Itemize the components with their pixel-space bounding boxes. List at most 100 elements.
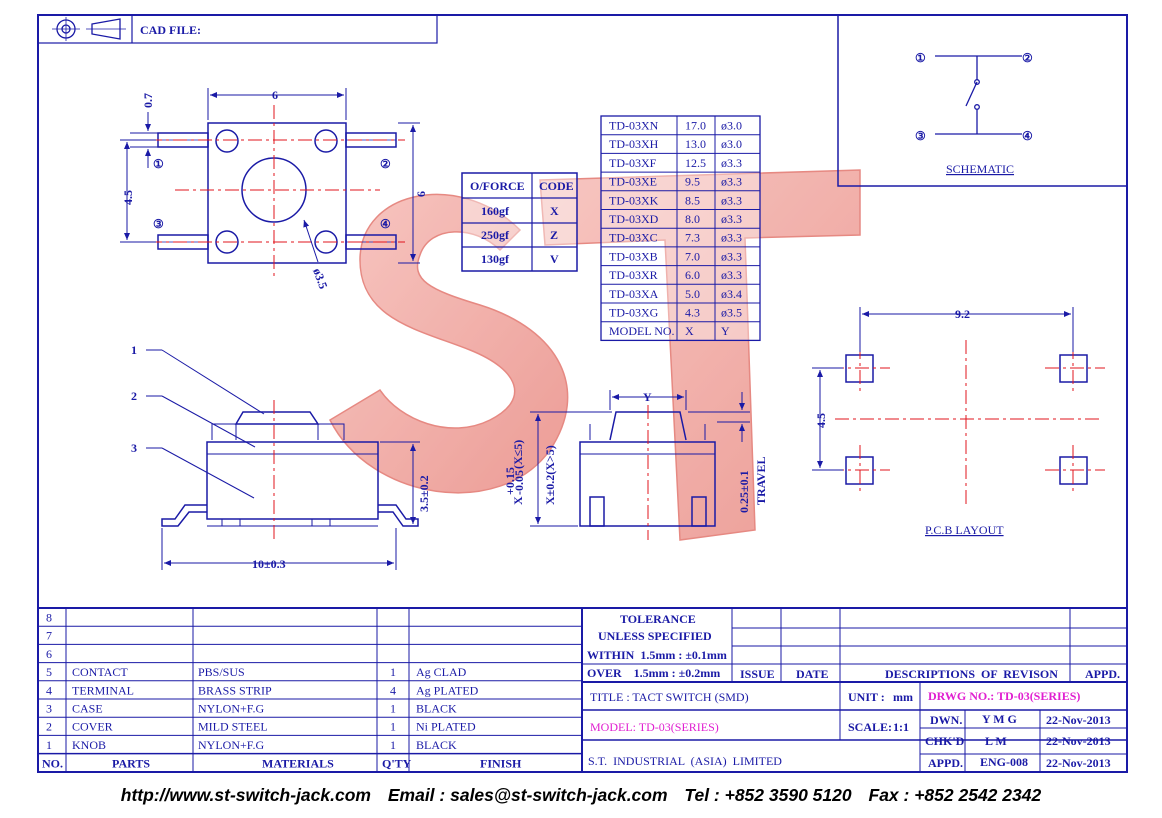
schematic-title: SCHEMATIC xyxy=(946,162,1014,176)
dim-y: Y xyxy=(643,390,652,404)
model-table-cell: 8.0 xyxy=(685,212,700,226)
model-table-cell: TD-03XR xyxy=(609,268,658,282)
bom-cell: BLACK xyxy=(416,702,457,716)
model-table-footer-cell: X xyxy=(685,324,694,338)
dim-pcb-height: 4.5 xyxy=(814,413,828,428)
callout-1: 1 xyxy=(131,343,137,357)
schematic-pin-2: ② xyxy=(1022,51,1033,65)
model-table-footer-cell: Y xyxy=(721,324,730,338)
schematic-box: ① ② ③ ④ SCHEMATIC xyxy=(837,14,1128,187)
appd-label: APPD. xyxy=(928,756,963,770)
scale-label: SCALE: xyxy=(848,720,892,734)
dim-body-height: 3.5±0.2 xyxy=(417,475,431,512)
bom-cell: CONTACT xyxy=(72,665,128,679)
pin-label-3: ③ xyxy=(153,217,164,231)
front-view-dimensions xyxy=(530,390,750,527)
revision-date: DATE xyxy=(796,667,828,681)
dim-travel-word: TRAVEL xyxy=(754,457,768,505)
email-text[interactable]: Email : sales@st-switch-jack.com xyxy=(387,785,668,805)
bom-cell: 5 xyxy=(46,665,52,679)
model-table-cell: TD-03XK xyxy=(609,193,659,207)
model-table-cell: TD-03XN xyxy=(609,119,659,133)
dim-x-small-minus: -0.05 xyxy=(512,470,526,495)
bom-cell: 1 xyxy=(46,738,52,752)
revision-desc: DESCRIPTIONS OF REVISON xyxy=(885,667,1058,681)
pcb-layout: 9.2 4.5 P.C.B LAYOUT xyxy=(812,307,1105,537)
appd-date: 22-Nov-2013 xyxy=(1046,756,1111,770)
pin-label-2: ② xyxy=(380,157,391,171)
bom-cell: COVER xyxy=(72,720,113,734)
dim-knob-diameter: ø3.5 xyxy=(310,266,330,291)
model-table-cell: 7.0 xyxy=(685,249,700,263)
bom-cell: 4 xyxy=(390,683,396,697)
bom-header-cell: FINISH xyxy=(480,757,522,771)
tolerance-within: WITHIN 1.5mm : ±0.1mm xyxy=(587,648,727,662)
code-header: CODE xyxy=(539,179,574,193)
dwn-value: Y M G xyxy=(982,712,1017,726)
contact-footer: http://www.st-switch-jack.com Email : sa… xyxy=(0,780,1162,810)
dim-x-small-cond: (X≤5) xyxy=(511,440,525,469)
bom-cell: 1 xyxy=(390,702,396,716)
top-view-dimensions xyxy=(120,88,420,264)
bom-cell: 2 xyxy=(46,720,52,734)
appd-value: ENG-008 xyxy=(980,755,1028,769)
revision-issue: ISSUE xyxy=(740,667,775,681)
model-name: MODEL: TD-03(SERIES) xyxy=(590,720,719,734)
model-table-cell: ø3.4 xyxy=(721,287,742,301)
dim-lead-width: 0.7 xyxy=(141,93,155,108)
code-row-3: V xyxy=(550,252,559,266)
model-table-cell: ø3.3 xyxy=(721,212,742,226)
chkd-date: 22-Nov-2013 xyxy=(1046,734,1111,748)
chkd-label: CHK'D xyxy=(925,734,965,748)
bom-cell: MILD STEEL xyxy=(198,720,268,734)
model-table-cell: ø3.3 xyxy=(721,249,742,263)
bom-cell: BRASS STRIP xyxy=(198,683,272,697)
model-table-cell: 6.0 xyxy=(685,268,700,282)
bom-cell: 1 xyxy=(390,738,396,752)
model-table-footer-cell: MODEL NO. xyxy=(609,324,675,338)
model-table-cell: TD-03XD xyxy=(609,212,659,226)
bom-header-cell: PARTS xyxy=(112,757,150,771)
bom-cell: 4 xyxy=(46,683,52,697)
tel-text: Tel : +852 3590 5120 xyxy=(684,785,852,805)
dim-top-width: 6 xyxy=(272,88,278,102)
scale-value: 1:1 xyxy=(893,720,909,734)
model-table-cell: 5.0 xyxy=(685,287,700,301)
bom-cell: 1 xyxy=(390,720,396,734)
bom-cell: KNOB xyxy=(72,738,106,752)
force-table: O/FORCE CODE 160gf X 250gf Z 130gf V xyxy=(461,172,578,272)
bom-cell: NYLON+F.G xyxy=(198,702,264,716)
side-view xyxy=(161,411,419,527)
model-table-cell: 9.5 xyxy=(685,175,700,189)
bom-cell: CASE xyxy=(72,702,103,716)
bom-cell: NYLON+F.G xyxy=(198,738,264,752)
bom-header-cell: Q'TY xyxy=(382,757,412,771)
model-table-cell: 13.0 xyxy=(685,137,706,151)
dim-pin-pitch: 4.5 xyxy=(121,190,135,205)
force-row-2: 250gf xyxy=(481,228,510,242)
bom-header-cell: MATERIALS xyxy=(262,757,334,771)
model-table-cell: TD-03XB xyxy=(609,249,658,263)
model-table-cell: ø3.3 xyxy=(721,193,742,207)
bom-cell: Ag CLAD xyxy=(416,665,467,679)
dwn-label: DWN. xyxy=(930,713,962,727)
pin-label-1: ① xyxy=(153,157,164,171)
model-table-cell: 4.3 xyxy=(685,306,700,320)
model-table-cell: ø3.0 xyxy=(721,119,742,133)
bom-cell: PBS/SUS xyxy=(198,665,245,679)
model-table-cell: TD-03XH xyxy=(609,137,659,151)
callout-3: 3 xyxy=(131,441,137,455)
force-row-3: 130gf xyxy=(481,252,510,266)
model-table-cell: 17.0 xyxy=(685,119,706,133)
bom-cell: 3 xyxy=(46,702,52,716)
top-view-centerlines xyxy=(148,105,405,280)
company-name: S.T. INDUSTRIAL (ASIA) LIMITED xyxy=(588,754,782,768)
bom-cell: Ni PLATED xyxy=(416,720,476,734)
schematic-pin-1: ① xyxy=(915,51,926,65)
tolerance-over: OVER 1.5mm : ±0.2mm xyxy=(587,666,720,680)
website-link[interactable]: http://www.st-switch-jack.com xyxy=(120,785,371,805)
force-row-1: 160gf xyxy=(481,204,510,218)
callout-2: 2 xyxy=(131,389,137,403)
